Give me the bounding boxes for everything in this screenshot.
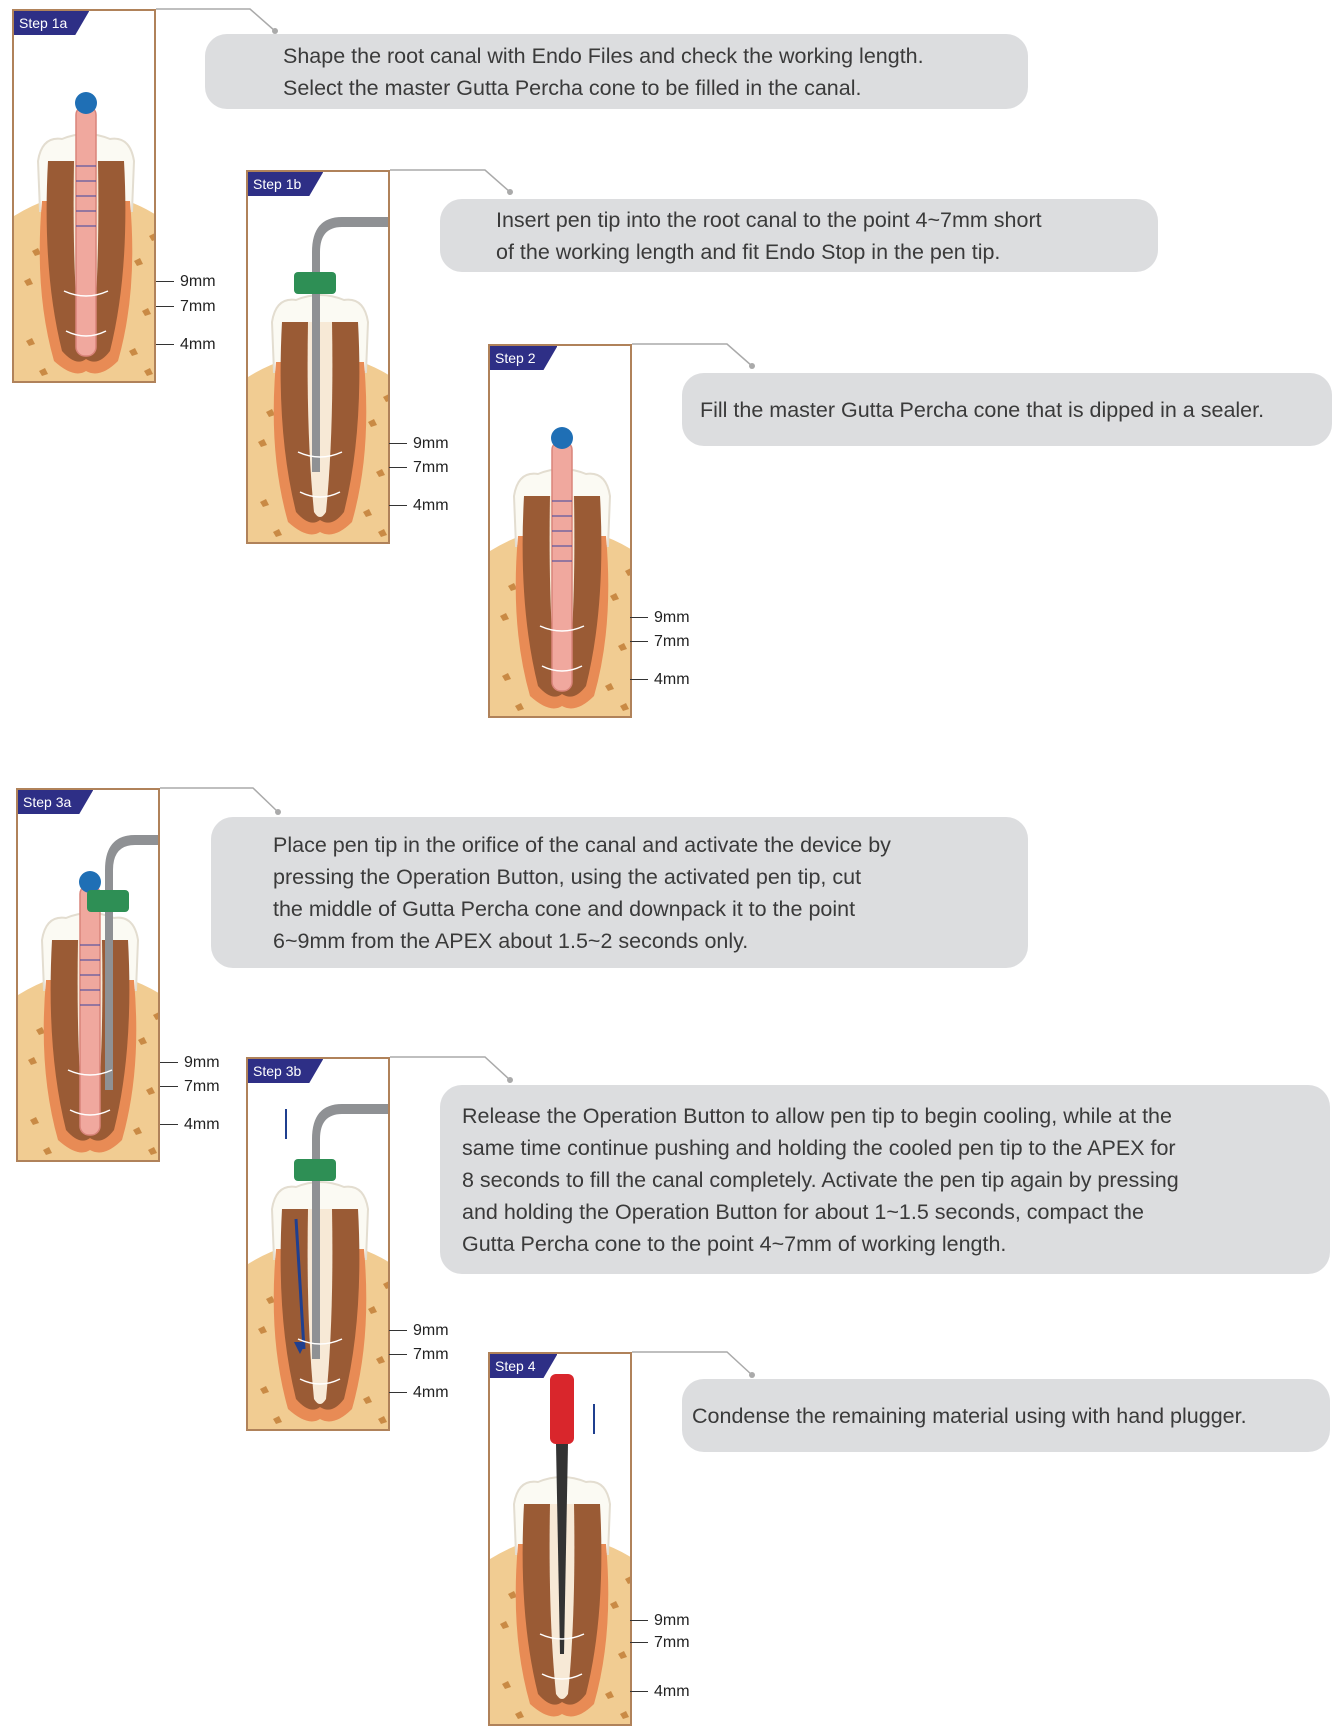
step-2-line-1: Fill the master Gutta Percha cone that i… — [700, 394, 1312, 426]
measure-4mm: 4mm — [630, 1683, 690, 1701]
measure-9mm: 9mm — [389, 435, 449, 453]
step-4-description: Condense the remaining material using wi… — [682, 1379, 1330, 1452]
step-1b-line-2: of the working length and fit Endo Stop … — [496, 236, 1138, 268]
measure-7mm: 7mm — [630, 1634, 690, 1652]
measure-9mm: 9mm — [389, 1322, 449, 1340]
step-1a-line-1: Shape the root canal with Endo Files and… — [283, 40, 1008, 72]
measure-4mm: 4mm — [630, 671, 690, 689]
measure-4mm: 4mm — [389, 1384, 449, 1402]
step-3b-line-1: Release the Operation Button to allow pe… — [462, 1100, 1310, 1132]
measure-7mm: 7mm — [160, 1078, 220, 1096]
measure-7mm: 7mm — [389, 459, 449, 477]
measure-7mm: 7mm — [389, 1346, 449, 1364]
measure-4mm: 4mm — [156, 336, 216, 354]
step-3a-description: Place pen tip in the orifice of the cana… — [211, 817, 1028, 968]
measure-4mm: 4mm — [160, 1116, 220, 1134]
step-4-line-1: Condense the remaining material using wi… — [692, 1400, 1310, 1432]
step-1b-description: Insert pen tip into the root canal to th… — [440, 199, 1158, 272]
step-3a-line-4: 6~9mm from the APEX about 1.5~2 seconds … — [273, 925, 1008, 957]
measure-9mm: 9mm — [156, 273, 216, 291]
step-3b-line-5: Gutta Percha cone to the point 4~7mm of … — [462, 1228, 1310, 1260]
step-1a-line-2: Select the master Gutta Percha cone to b… — [283, 72, 1008, 104]
measure-7mm: 7mm — [156, 298, 216, 316]
step-3a-line-3: the middle of Gutta Percha cone and down… — [273, 893, 1008, 925]
step-1b-line-1: Insert pen tip into the root canal to th… — [496, 204, 1138, 236]
step-3b-line-2: same time continue pushing and holding t… — [462, 1132, 1310, 1164]
measure-9mm: 9mm — [630, 609, 690, 627]
step-3a-line-2: pressing the Operation Button, using the… — [273, 861, 1008, 893]
step-1a-description: Shape the root canal with Endo Files and… — [205, 34, 1028, 109]
measure-4mm: 4mm — [389, 497, 449, 515]
measure-9mm: 9mm — [630, 1612, 690, 1630]
step-2-description: Fill the master Gutta Percha cone that i… — [682, 373, 1332, 446]
step-3b-line-3: 8 seconds to fill the canal completely. … — [462, 1164, 1310, 1196]
measure-7mm: 7mm — [630, 633, 690, 651]
step-3b-line-4: and holding the Operation Button for abo… — [462, 1196, 1310, 1228]
measure-9mm: 9mm — [160, 1054, 220, 1072]
step-3b-description: Release the Operation Button to allow pe… — [440, 1085, 1330, 1274]
step-3a-line-1: Place pen tip in the orifice of the cana… — [273, 829, 1008, 861]
